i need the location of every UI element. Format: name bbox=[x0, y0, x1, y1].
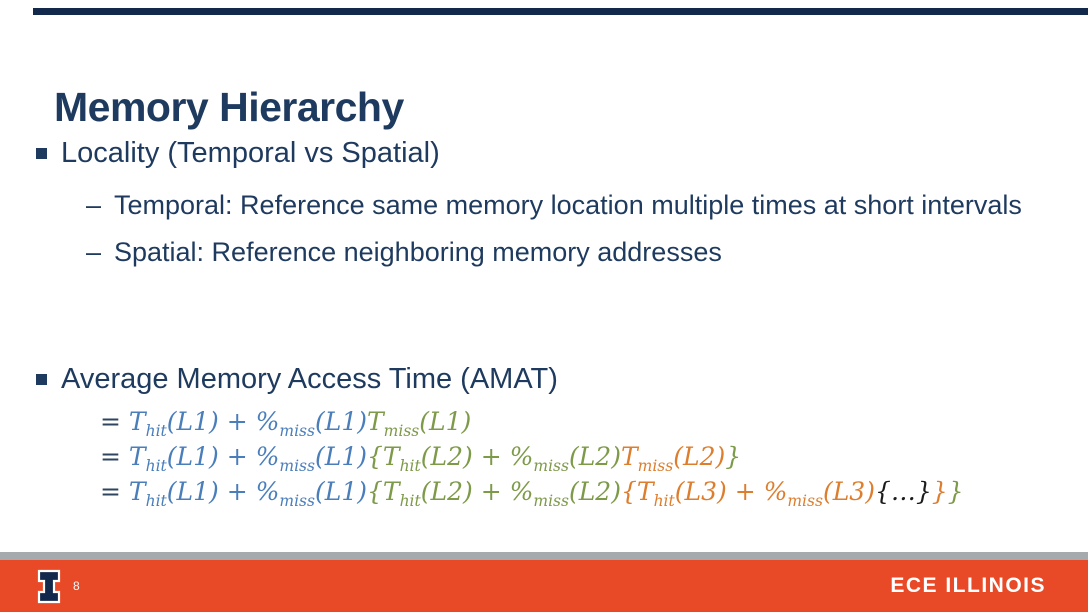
page-number: 8 bbox=[73, 579, 80, 593]
slide-title: Memory Hierarchy bbox=[54, 84, 404, 131]
brand-wordmark: ECE ILLINOIS bbox=[890, 574, 1046, 597]
sub-bullet-text: Spatial: Reference neighboring memory ad… bbox=[114, 237, 722, 267]
illinois-block-i-logo bbox=[37, 569, 61, 603]
sub-bullet-temporal: – Temporal: Reference same memory locati… bbox=[86, 186, 1036, 225]
footer-left-group: 8 bbox=[37, 569, 80, 604]
bullet-square-icon bbox=[36, 374, 47, 385]
bullet-label: Average Memory Access Time (AMAT) bbox=[61, 363, 558, 395]
amat-formula-block: = Thit(L1) + %miss(L1)Tmiss(L1) = Thit(L… bbox=[100, 404, 964, 509]
sub-bullet-text: Temporal: Reference same memory location… bbox=[114, 190, 1022, 220]
footer-orange-band: 8 ECE ILLINOIS bbox=[0, 560, 1088, 612]
sub-bullet-spatial: – Spatial: Reference neighboring memory … bbox=[86, 233, 1036, 272]
dash-bullet-icon: – bbox=[86, 237, 102, 267]
amat-formula-line-3: = Thit(L1) + %miss(L1){Thit(L2) + %miss(… bbox=[100, 477, 964, 510]
footer-gray-divider bbox=[0, 552, 1088, 560]
bullet-label: Locality (Temporal vs Spatial) bbox=[61, 137, 440, 169]
bullet-item-amat: Average Memory Access Time (AMAT) bbox=[36, 363, 558, 396]
amat-formula-line-2: = Thit(L1) + %miss(L1){Thit(L2) + %miss(… bbox=[100, 442, 742, 475]
top-accent-bar bbox=[33, 8, 1088, 15]
dash-bullet-icon: – bbox=[86, 190, 102, 220]
bullet-item-locality: Locality (Temporal vs Spatial) bbox=[36, 137, 440, 170]
sub-bullet-list: – Temporal: Reference same memory locati… bbox=[86, 186, 1036, 272]
bullet-square-icon bbox=[36, 148, 47, 159]
amat-formula-line-1: = Thit(L1) + %miss(L1)Tmiss(L1) bbox=[100, 407, 472, 440]
